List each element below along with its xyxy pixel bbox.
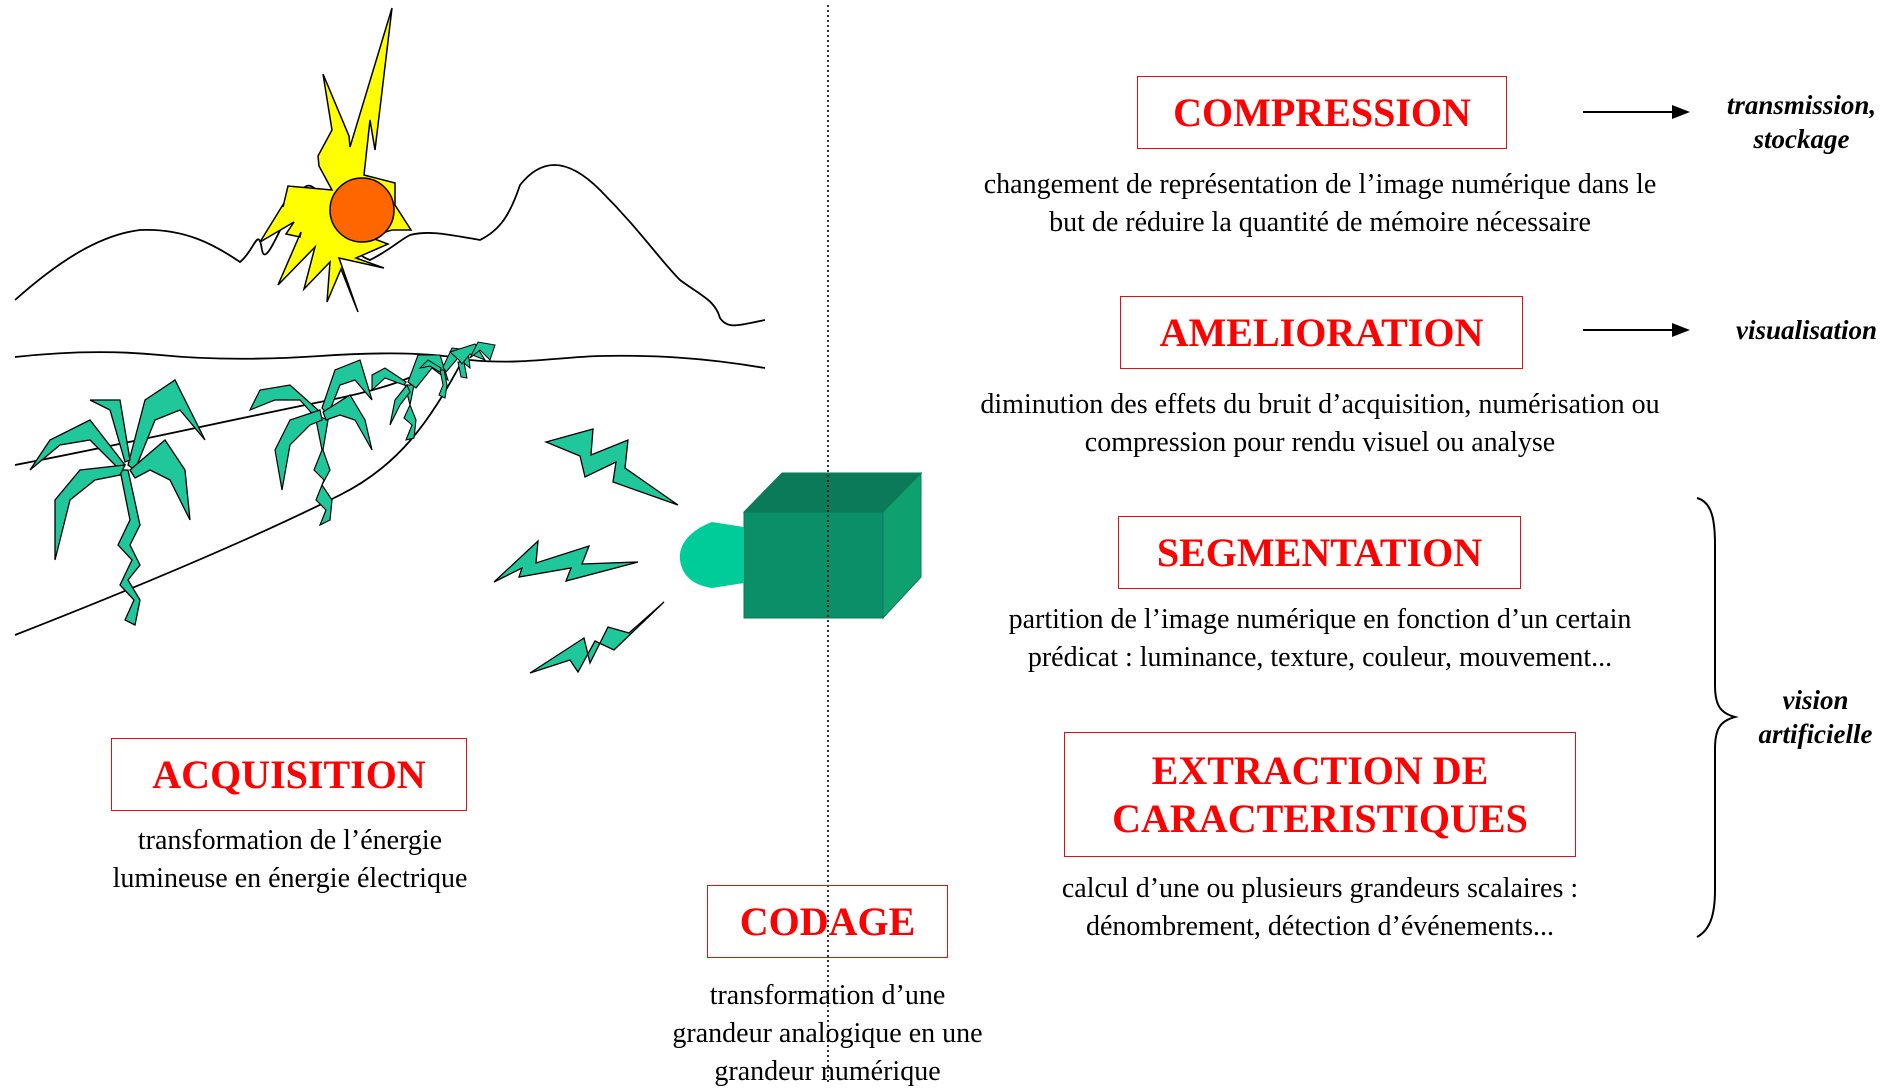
segmentation-title: SEGMENTATION <box>1156 530 1483 575</box>
amelioration-desc-line: diminution des effets du bruit d’acquisi… <box>980 389 1660 420</box>
mountain-line <box>14 164 766 327</box>
extraction-desc-line: dénombrement, détection d’événements... <box>1085 911 1555 942</box>
brace-icon <box>1696 497 1739 938</box>
codage-description: transformation d’une grandeur analogique… <box>635 977 1020 1091</box>
segmentation-description: partition de l’image numérique en foncti… <box>910 601 1730 677</box>
codage-desc-line: grandeur analogique en une <box>672 1018 983 1049</box>
segmentation-desc-line: partition de l’image numérique en foncti… <box>1008 604 1632 635</box>
palm-tree-icon <box>418 341 496 399</box>
palm-tree-icon <box>371 354 450 441</box>
lightning-bolt-icon <box>493 428 679 674</box>
amelioration-description: diminution des effets du bruit d’acquisi… <box>900 386 1740 462</box>
extraction-description: calcul d’une ou plusieurs grandeurs scal… <box>960 870 1680 946</box>
palm-tree-icon <box>29 379 206 626</box>
codage-desc-line: grandeur numérique <box>714 1056 941 1087</box>
sun-icon <box>259 7 413 313</box>
horizon-line <box>14 351 766 369</box>
extraction-box: EXTRACTION DE CARACTERISTIQUES <box>1064 732 1576 857</box>
extraction-title-line: EXTRACTION DE <box>1151 747 1489 793</box>
acquisition-desc-line: transformation de l’énergie <box>137 825 443 856</box>
segmentation-box: SEGMENTATION <box>1118 516 1521 589</box>
road-line-lower <box>14 364 461 636</box>
compression-output: transmission, stockage <box>1700 88 1903 156</box>
acquisition-desc-line: lumineuse en énergie électrique <box>112 863 468 894</box>
extraction-desc-line: calcul d’une ou plusieurs grandeurs scal… <box>1061 873 1579 904</box>
palm-tree-icon <box>248 359 373 527</box>
arrow-icon <box>1583 105 1690 119</box>
acquisition-description: transformation de l’énergie lumineuse en… <box>55 822 525 898</box>
vision-label-line: artificielle <box>1758 719 1873 749</box>
compression-desc-line: changement de représentation de l’image … <box>983 169 1657 200</box>
compression-output-line: transmission, <box>1726 90 1877 120</box>
amelioration-output-line: visualisation <box>1735 315 1878 345</box>
compression-desc-line: but de réduire la quantité de mémoire né… <box>1049 207 1591 238</box>
codage-desc-line: transformation d’une <box>709 980 946 1011</box>
compression-box: COMPRESSION <box>1137 76 1507 149</box>
compression-title: COMPRESSION <box>1173 90 1471 135</box>
amelioration-output: visualisation <box>1710 313 1903 347</box>
camera-icon <box>679 471 923 620</box>
amelioration-desc-line: compression pour rendu visuel ou analyse <box>1084 427 1556 458</box>
acquisition-box: ACQUISITION <box>111 738 467 811</box>
extraction-title-line: CARACTERISTIQUES <box>1112 795 1528 841</box>
vision-label: vision artificielle <box>1728 683 1903 751</box>
codage-box: CODAGE <box>707 885 948 958</box>
amelioration-title: AMELIORATION <box>1159 310 1484 355</box>
vision-label-line: vision <box>1782 685 1849 715</box>
compression-description: changement de représentation de l’image … <box>910 166 1730 242</box>
segmentation-desc-line: prédicat : luminance, texture, couleur, … <box>1027 642 1613 673</box>
compression-output-line: stockage <box>1753 124 1850 154</box>
amelioration-box: AMELIORATION <box>1120 296 1523 369</box>
arrow-icon <box>1583 323 1690 337</box>
codage-title: CODAGE <box>739 899 916 944</box>
acquisition-title: ACQUISITION <box>152 752 426 797</box>
